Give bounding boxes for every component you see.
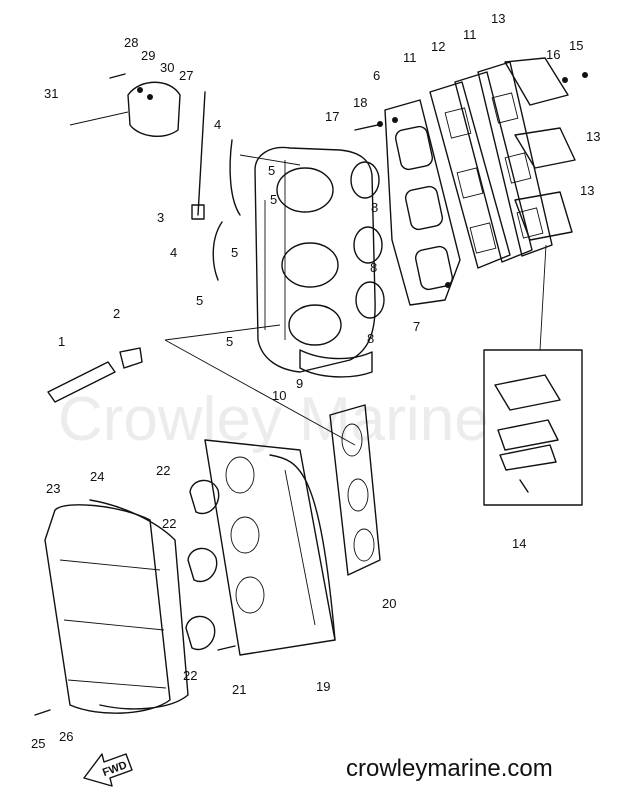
outer-exhaust-cover xyxy=(44,499,189,714)
callout-5b: 5 xyxy=(270,192,277,207)
callout-4b: 4 xyxy=(170,245,177,260)
exhaust-cover xyxy=(204,439,336,656)
footer-url: crowleymarine.com xyxy=(346,755,553,782)
callout-13b: 13 xyxy=(586,129,600,144)
callout-9: 9 xyxy=(296,376,303,391)
callout-11b: 11 xyxy=(463,27,477,42)
callout-15: 15 xyxy=(569,38,583,53)
callout-6: 6 xyxy=(373,68,380,83)
intake-manifold xyxy=(384,99,461,306)
callout-25: 25 xyxy=(31,736,45,751)
callout-28: 28 xyxy=(124,35,138,50)
callout-22b: 22 xyxy=(162,516,176,531)
callout-5c: 5 xyxy=(231,245,238,260)
link-rod xyxy=(191,91,206,220)
callout-labels: 1 2 3 4 4 5 5 5 5 5 6 7 8 8 8 9 10 11 11… xyxy=(31,11,600,751)
callout-8c: 8 xyxy=(367,331,374,346)
thermo-switch xyxy=(69,73,181,137)
callout-22a: 22 xyxy=(156,463,170,478)
callout-3: 3 xyxy=(157,210,164,225)
callout-27: 27 xyxy=(179,68,193,83)
callout-7: 7 xyxy=(413,319,420,334)
callout-13c: 13 xyxy=(580,183,594,198)
callout-2: 2 xyxy=(113,306,120,321)
callout-30: 30 xyxy=(160,60,174,75)
reed-plate-gaskets xyxy=(429,61,553,269)
exhaust-gasket xyxy=(329,404,381,576)
callout-22c: 22 xyxy=(183,668,197,683)
callout-14: 14 xyxy=(512,536,526,551)
callout-12: 12 xyxy=(431,39,445,54)
callout-23: 23 xyxy=(46,481,60,496)
hoses xyxy=(212,139,301,281)
reed-valve-inset xyxy=(483,244,583,506)
callout-11a: 11 xyxy=(403,50,417,65)
watermark-text: Crowley Marine xyxy=(58,385,489,454)
callout-4a: 4 xyxy=(214,117,221,132)
reed-valve-assemblies xyxy=(504,57,576,241)
forward-direction-arrow: FWD xyxy=(83,753,133,787)
callout-19: 19 xyxy=(316,679,330,694)
callout-5e: 5 xyxy=(226,334,233,349)
callout-16: 16 xyxy=(546,47,560,62)
callout-24: 24 xyxy=(90,469,104,484)
callout-10: 10 xyxy=(272,388,286,403)
callout-20: 20 xyxy=(382,596,396,611)
callout-31: 31 xyxy=(44,86,58,101)
callout-5d: 5 xyxy=(196,293,203,308)
callout-29: 29 xyxy=(141,48,155,63)
callout-5a: 5 xyxy=(268,163,275,178)
callout-17: 17 xyxy=(325,109,339,124)
callout-26: 26 xyxy=(59,729,73,744)
callout-13a: 13 xyxy=(491,11,505,26)
callout-8a: 8 xyxy=(371,200,378,215)
anodes xyxy=(185,479,220,651)
cylinder-block xyxy=(254,146,385,378)
fasteners xyxy=(34,72,588,716)
callout-8b: 8 xyxy=(370,260,377,275)
temperature-sensor xyxy=(47,324,356,446)
callout-18: 18 xyxy=(353,95,367,110)
callout-1: 1 xyxy=(58,334,65,349)
callout-21: 21 xyxy=(232,682,246,697)
